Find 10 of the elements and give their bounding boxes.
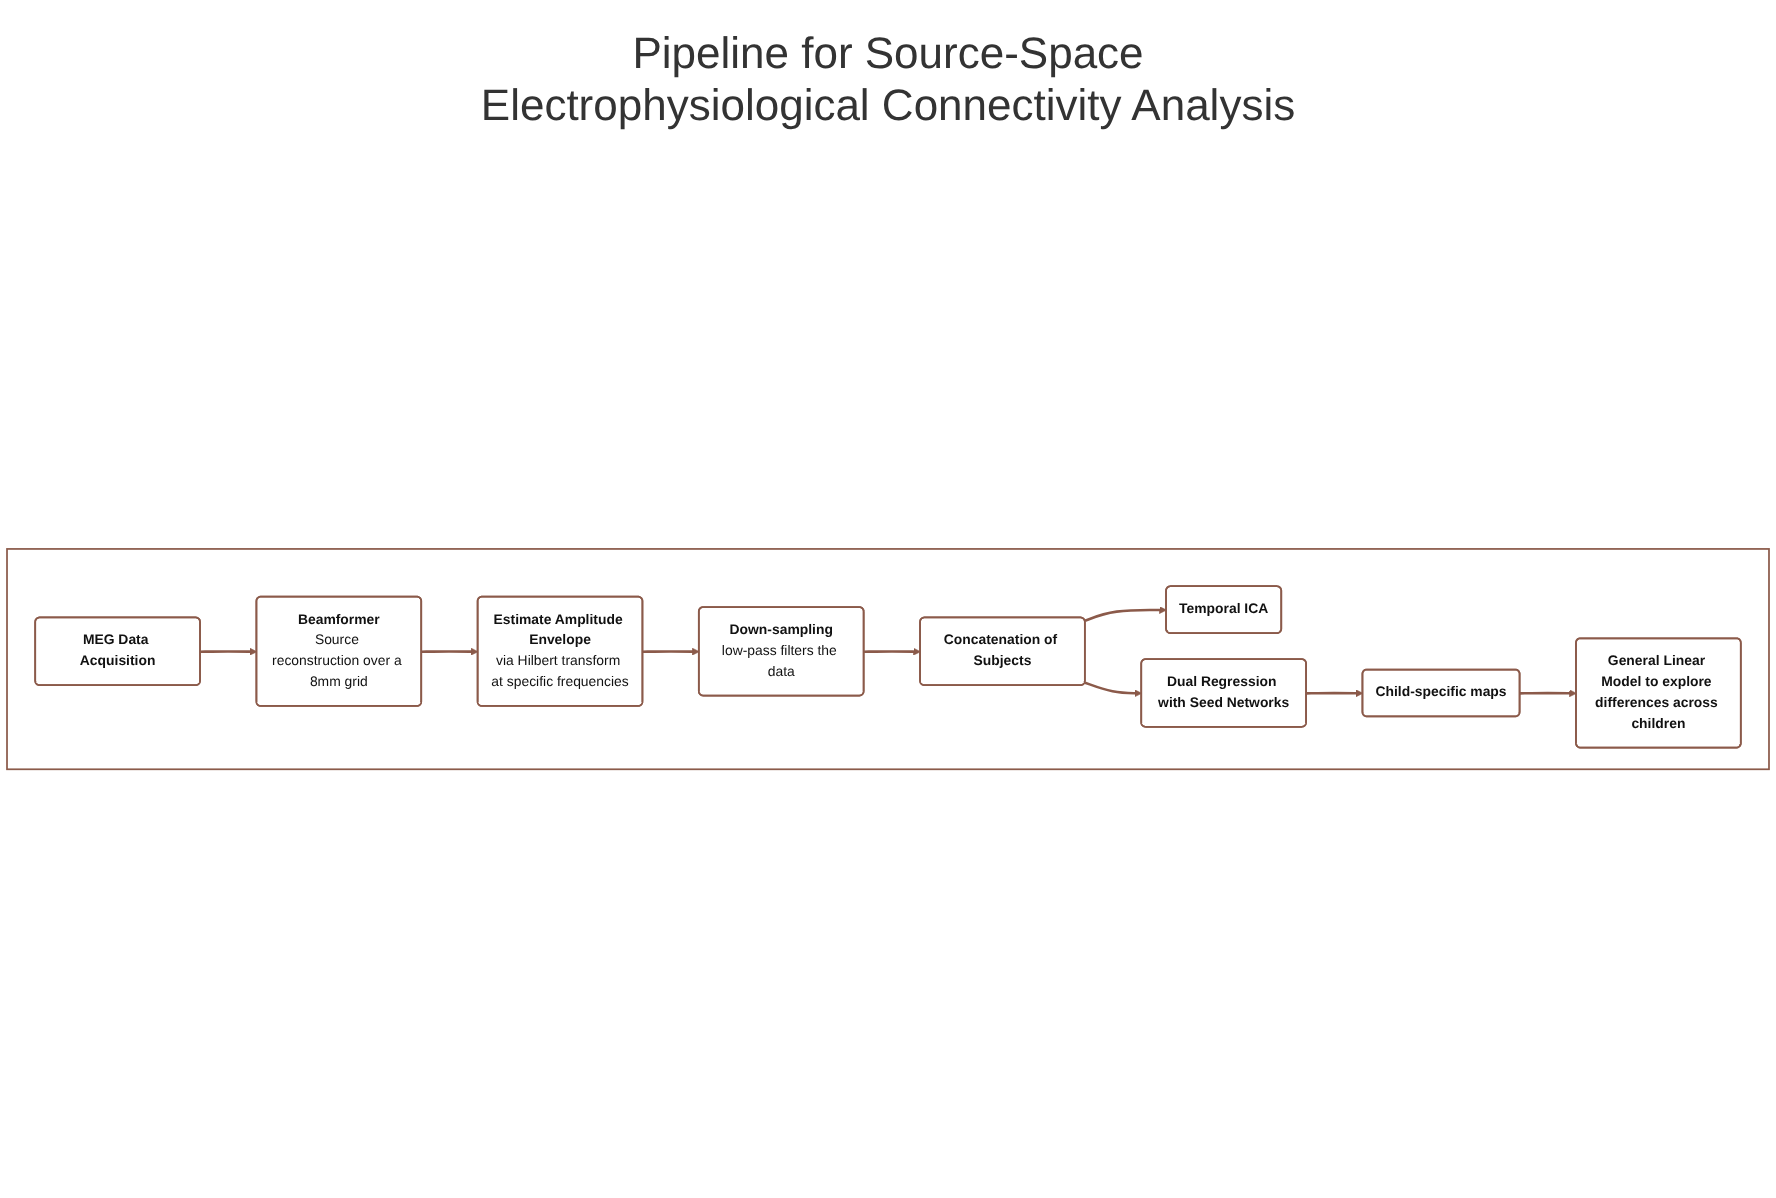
arrow xyxy=(421,648,479,657)
arrow xyxy=(1084,607,1167,623)
arrow xyxy=(1520,690,1577,698)
cluster xyxy=(6,548,1770,771)
arrow xyxy=(1084,682,1142,698)
arrow xyxy=(1306,690,1364,698)
arrow xyxy=(864,648,921,657)
arrow xyxy=(642,648,700,657)
diagram-title: Pipeline for Source-Space Electrophysiological Connectivity Analysis xyxy=(478,28,1298,132)
arrow xyxy=(200,648,258,657)
